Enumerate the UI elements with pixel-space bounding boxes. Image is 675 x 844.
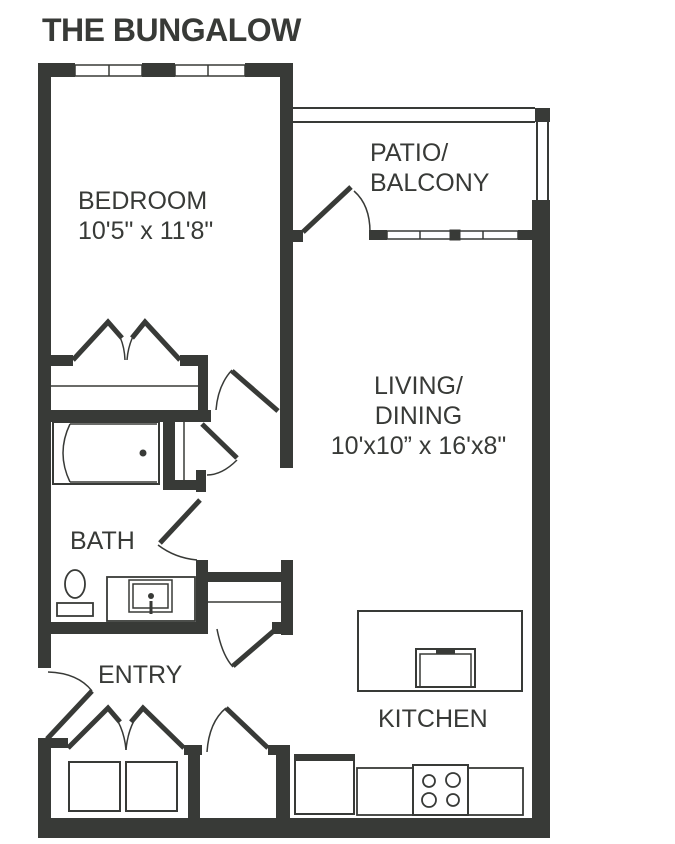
fixtures [52,421,524,816]
windows [74,64,549,241]
patio-label: PATIO/ BALCONY [370,138,489,198]
living-dimensions: 10'x10” x 16'x8" [330,432,507,460]
patio-line1: PATIO/ [370,139,449,167]
bedroom-dimensions: 10'5" x 11'8" [78,217,214,245]
walls [38,63,550,838]
bedroom-name: BEDROOM [78,187,208,215]
bedroom-label: BEDROOM 10'5" x 11'8" [78,186,213,246]
living-line2: DINING [374,402,463,430]
doors [45,185,371,753]
entry-label: ENTRY [98,661,183,689]
plan-title: THE BUNGALOW [42,12,301,48]
living-label: LIVING/ DINING 10'x10” x 16'x8" [306,371,531,461]
patio-line2: BALCONY [370,169,490,197]
bath-label: BATH [70,527,135,555]
kitchen-label: KITCHEN [378,705,488,733]
living-line1: LIVING/ [374,372,463,400]
